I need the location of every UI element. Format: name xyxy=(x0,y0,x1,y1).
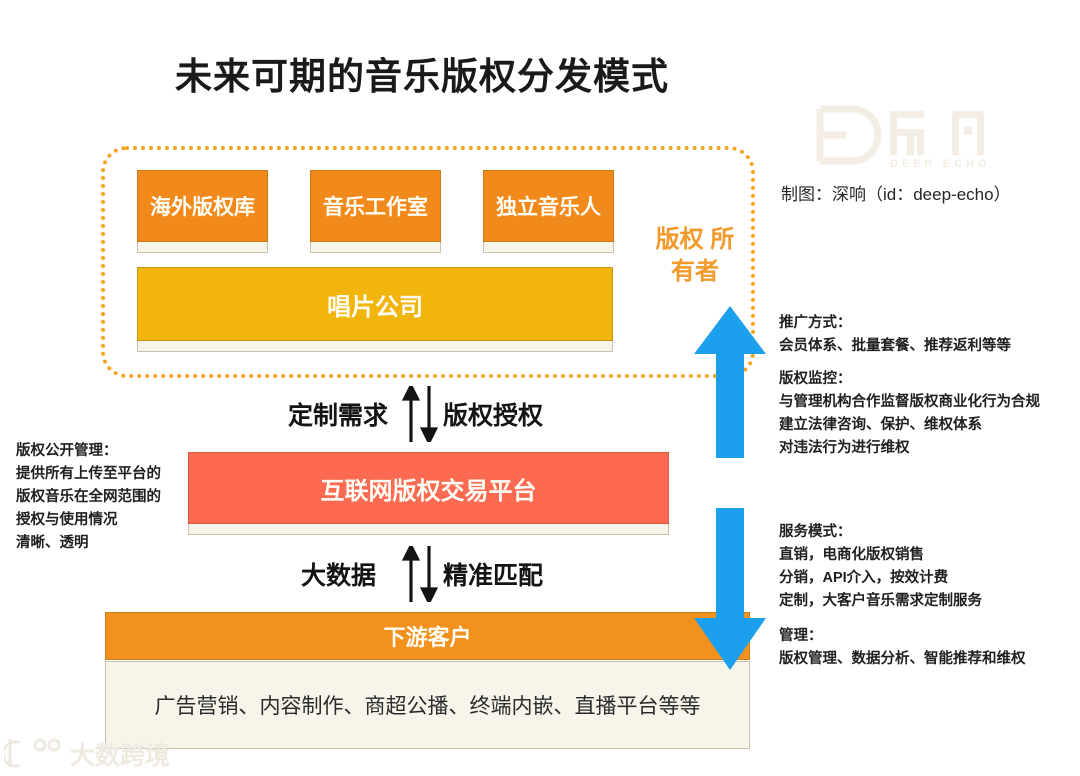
source-block-label: 独立音乐人 xyxy=(483,170,614,242)
note-management: 管理： 版权管理、数据分析、智能推荐和维权 xyxy=(779,628,1026,667)
source-block-label: 海外版权库 xyxy=(137,170,268,242)
blue-arrow-down-icon xyxy=(694,508,766,670)
page-title: 未来可期的音乐版权分发模式 xyxy=(175,56,669,97)
note-public-copyright-management: 版权公开管理： 提供所有上传至平台的 版权音乐在全网范围的 授权与使用情况 清晰… xyxy=(16,443,161,551)
bottom-watermark-text: 大数跨境 xyxy=(70,741,170,770)
note-service-models: 服务模式： 直销，电商化版权销售 分销，API介入，按效计费 定制，大客户音乐需… xyxy=(779,524,982,609)
svg-text:DEEP ECHO: DEEP ECHO xyxy=(890,158,991,169)
downstream-customer-label: 下游客户 xyxy=(105,612,750,660)
block-base xyxy=(310,242,441,253)
brand-credit: 制图：深响（id：deep-echo） xyxy=(781,185,1011,204)
copyright-owner-tag: 版权 所有者 xyxy=(655,226,735,285)
source-block-music-studio[interactable]: 音乐工作室 xyxy=(310,170,441,253)
flow-label-custom-demand: 定制需求 xyxy=(288,402,389,430)
block-base xyxy=(137,341,613,352)
platform-block-label: 互联网版权交易平台 xyxy=(188,452,669,524)
source-block-label: 音乐工作室 xyxy=(310,170,441,242)
block-base xyxy=(188,524,669,535)
bottom-watermark: 大数跨境 xyxy=(4,731,204,773)
source-block-indie-musician[interactable]: 独立音乐人 xyxy=(483,170,614,253)
flow-label-copyright-license: 版权授权 xyxy=(443,402,544,430)
flow-label-precise-matching: 精准匹配 xyxy=(443,562,544,590)
bidirectional-arrow-bottom-icon xyxy=(397,546,443,602)
downstream-customer-detail: 广告营销、内容制作、商超公播、终端内嵌、直播平台等等 xyxy=(105,661,750,749)
source-block-overseas-library[interactable]: 海外版权库 xyxy=(137,170,268,253)
downstream-customer-block[interactable]: 下游客户 xyxy=(105,612,750,660)
deep-echo-logo-icon: DEEP ECHO xyxy=(812,103,1024,169)
record-label-block[interactable]: 唱片公司 xyxy=(137,267,613,352)
bidirectional-arrow-top-icon xyxy=(397,386,443,442)
record-label-block-label: 唱片公司 xyxy=(137,267,613,341)
flow-label-big-data: 大数据 xyxy=(301,562,377,590)
platform-block[interactable]: 互联网版权交易平台 xyxy=(188,452,669,535)
note-copyright-monitoring: 版权监控： 与管理机构合作监督版权商业化行为合规 建立法律咨询、保护、维权体系 … xyxy=(779,371,1040,456)
copyright-owner-group xyxy=(101,146,755,378)
block-base xyxy=(483,242,614,253)
blue-arrow-up-icon xyxy=(694,306,766,458)
note-promotion-methods: 推广方式： 会员体系、批量套餐、推荐返利等等 xyxy=(779,315,1011,354)
block-base xyxy=(137,242,268,253)
